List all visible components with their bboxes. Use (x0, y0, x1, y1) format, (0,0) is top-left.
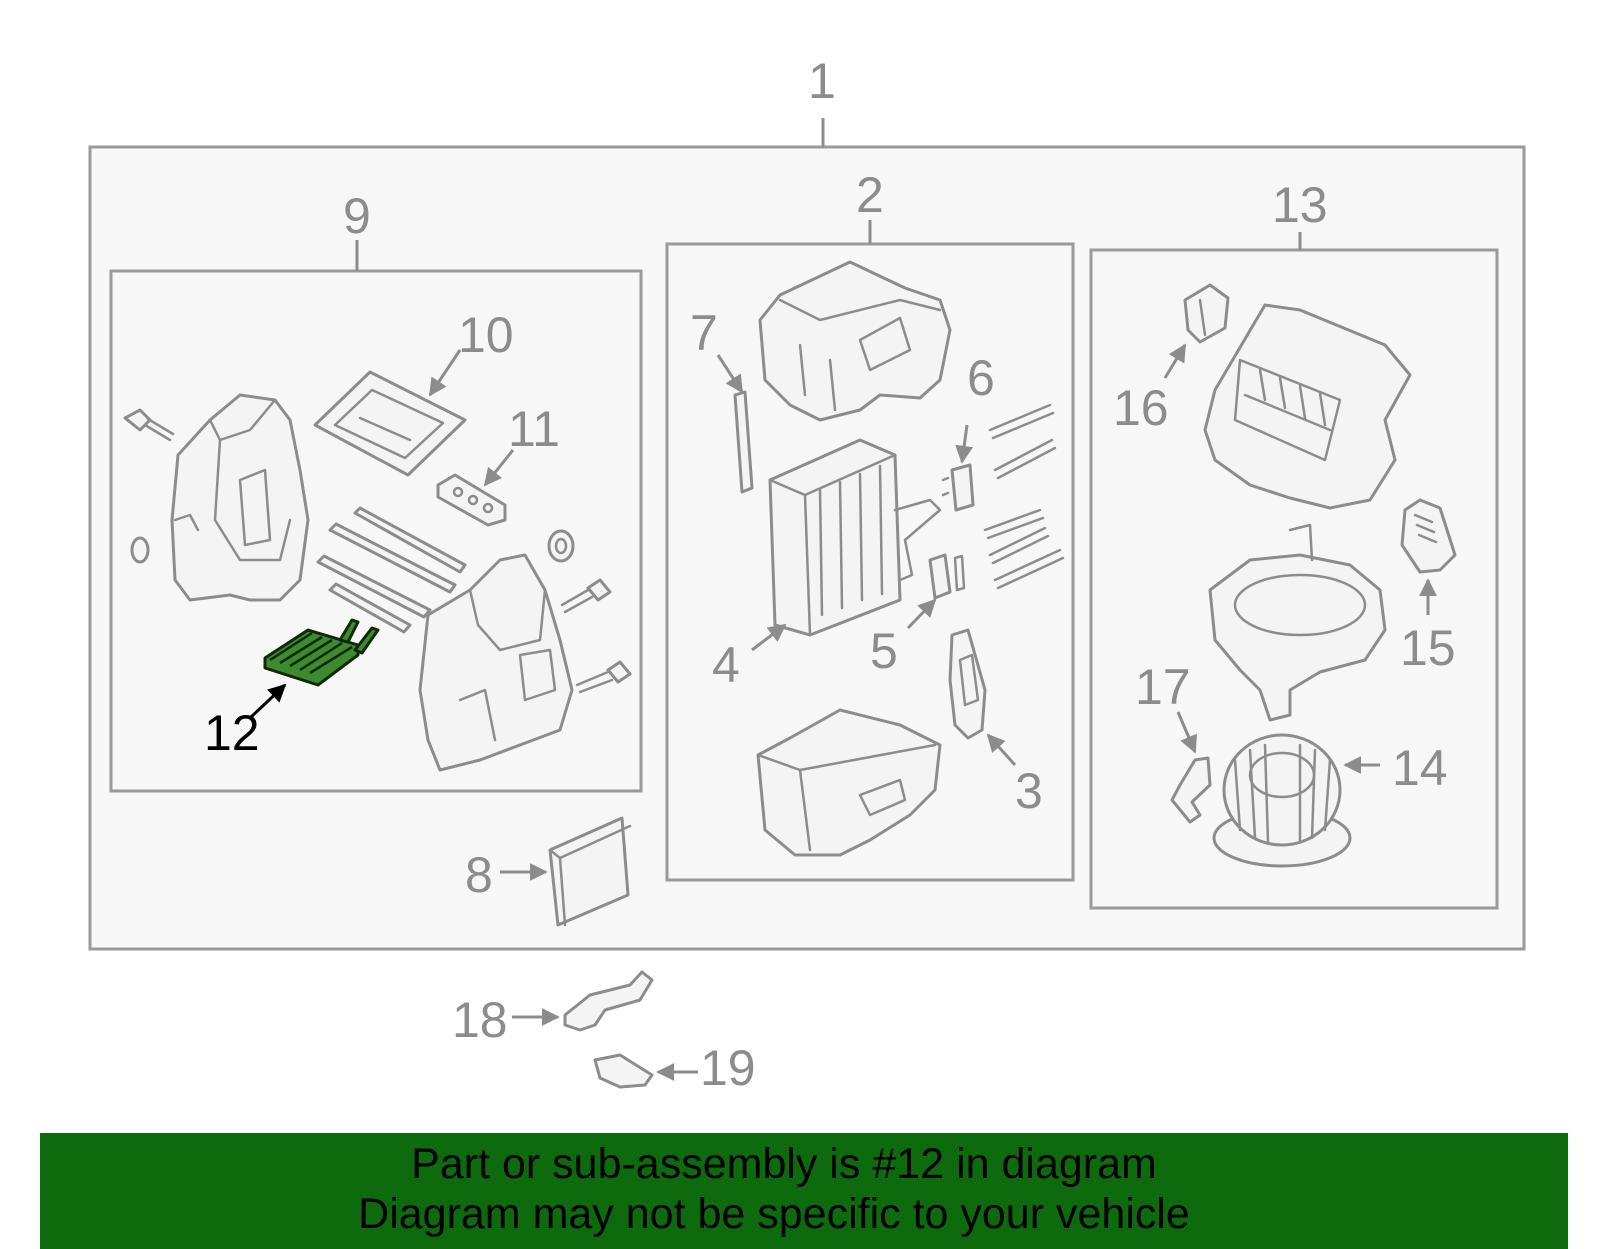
heater-case-right (418, 553, 574, 772)
evaporator-case-upper (758, 260, 952, 422)
part-10-gasket: 10 (313, 307, 514, 477)
evaporator-case-lower (756, 708, 942, 857)
part-16-actuator: 16 (1113, 283, 1230, 436)
part-14-blower-motor: 14 (1212, 733, 1448, 868)
part-17-hose: 17 (1135, 659, 1212, 824)
seal-strips (316, 506, 467, 634)
callout-5[interactable]: 5 (870, 623, 898, 679)
info-banner: Part or sub-assembly is #12 in diagram D… (40, 1133, 1568, 1249)
rods-bolts (983, 403, 1065, 590)
part-11-seal: 11 (436, 401, 560, 527)
callout-12[interactable]: 12 (204, 705, 260, 761)
callout-19[interactable]: 19 (700, 1040, 756, 1096)
callout-9[interactable]: 9 (343, 188, 371, 244)
bolt-top-left (123, 408, 175, 442)
part-12-heater-core[interactable]: 12 (204, 618, 380, 761)
bolts-right (560, 578, 632, 694)
part-7-seal-strip: 7 (690, 305, 754, 494)
part-5-gasket: 5 (870, 553, 966, 679)
banner-line-disclaimer: Diagram may not be specific to your vehi… (358, 1190, 1190, 1238)
callout-18[interactable]: 18 (452, 992, 508, 1048)
part-6-expansion-valve: 6 (941, 350, 995, 512)
callout-14[interactable]: 14 (1392, 740, 1448, 796)
callout-6[interactable]: 6 (967, 350, 995, 406)
callout-1[interactable]: 1 (808, 53, 836, 109)
callout-16[interactable]: 16 (1113, 380, 1169, 436)
part-4-evaporator-core: 4 (712, 438, 942, 693)
heater-case-left (130, 393, 310, 602)
callout-11[interactable]: 11 (508, 401, 560, 457)
part-18-duct: 18 (452, 970, 654, 1048)
callout-4[interactable]: 4 (712, 637, 740, 693)
callout-15[interactable]: 15 (1400, 620, 1456, 676)
callout-17[interactable]: 17 (1135, 659, 1191, 715)
part-3-plate: 3 (948, 628, 1043, 819)
part-15-resistor: 15 (1400, 498, 1457, 676)
callout-2[interactable]: 2 (856, 167, 884, 223)
blower-housing-lower (1208, 523, 1387, 722)
callout-7[interactable]: 7 (690, 305, 718, 361)
callout-3[interactable]: 3 (1015, 763, 1043, 819)
callout-8[interactable]: 8 (465, 847, 493, 903)
ring-washer (547, 529, 575, 563)
banner-line-part: Part or sub-assembly is #12 in diagram (411, 1140, 1157, 1188)
blower-housing-upper (1203, 303, 1412, 510)
callout-10[interactable]: 10 (458, 307, 514, 363)
callout-13[interactable]: 13 (1272, 177, 1328, 233)
part-19-seal: 19 (593, 1040, 756, 1096)
part-8-cabin-filter: 8 (465, 816, 632, 927)
